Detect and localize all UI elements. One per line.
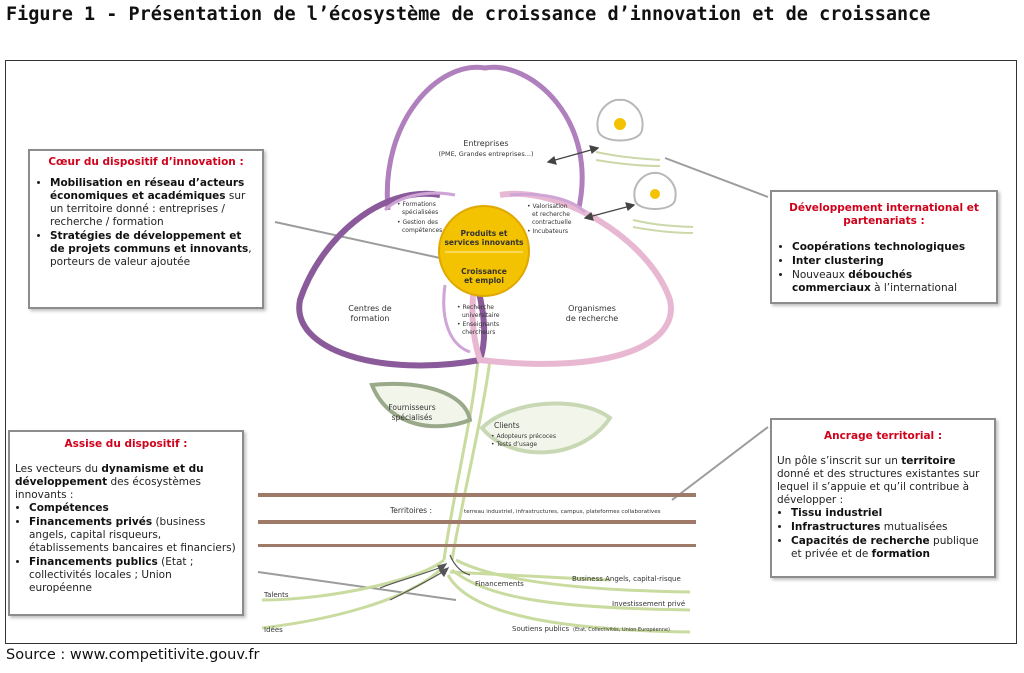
label-overlap-left-4: compétences bbox=[402, 227, 442, 234]
territoire-bar-bottom bbox=[258, 520, 696, 524]
box-dev-header: Développement international et partenari… bbox=[789, 202, 979, 227]
label-fournisseurs-2: spécialisés bbox=[392, 413, 433, 422]
label-overlap-right-1: • Valorisation bbox=[527, 203, 568, 210]
label-clients: Clients bbox=[494, 421, 520, 430]
connector-coeur bbox=[274, 221, 441, 259]
list-item: Compétences bbox=[29, 502, 237, 515]
label-overlap-right-2: et recherche bbox=[532, 211, 570, 218]
label-business-angels: Business Angels, capital-risque bbox=[572, 575, 681, 583]
label-overlap-bottom-2: universitaire bbox=[462, 312, 500, 319]
list-item: Mobilisation en réseau d’acteurs économi… bbox=[50, 177, 256, 229]
connector-dev bbox=[664, 157, 769, 198]
figure-frame bbox=[5, 60, 1017, 644]
box-coeur-dispositif: Cœur du dispositif d’innovation : Mobili… bbox=[28, 149, 264, 309]
petal-top bbox=[384, 64, 585, 213]
label-clients-1: • Adopteurs précoces bbox=[491, 433, 556, 440]
leaf-left bbox=[369, 381, 473, 429]
connector-ancrage bbox=[671, 426, 769, 501]
label-overlap-left-1: • Formations bbox=[397, 201, 436, 208]
label-territoires: Territoires : bbox=[389, 506, 432, 515]
label-idees: Idées bbox=[264, 626, 283, 634]
box-assise-header: Assise du dispositif : bbox=[64, 438, 188, 450]
list-item: Tissu industriel bbox=[791, 507, 989, 520]
label-overlap-bottom-3: • Enseignants bbox=[457, 321, 499, 328]
label-overlap-bottom-1: • Recherche bbox=[457, 304, 494, 311]
list-item: Infrastructures mutualisées bbox=[791, 521, 989, 534]
label-financements: Financements bbox=[475, 580, 524, 588]
box-dev-list: Coopérations technologiques Inter cluste… bbox=[778, 241, 990, 295]
list-item: Nouveaux débouchés commerciaux à l’inter… bbox=[792, 269, 990, 295]
label-clients-2: • Tests d’usage bbox=[491, 441, 537, 448]
label-territoires-desc: terreau industriel, infrastructures, cam… bbox=[464, 509, 661, 515]
figure-title: Figure 1 - Présentation de l’écosystème … bbox=[6, 4, 931, 25]
label-entreprises-sub: (PME, Grandes entreprises...) bbox=[439, 150, 534, 158]
box-developpement-international: Développement international et partenari… bbox=[770, 190, 998, 304]
exchange-arrows bbox=[546, 145, 636, 221]
label-center-bottom-2: et emploi bbox=[464, 276, 504, 285]
label-entreprises: Entreprises bbox=[463, 139, 508, 148]
diagram-labels: Entreprises (PME, Grandes entreprises...… bbox=[263, 139, 685, 634]
label-soutiens-sub: (Etat, Collectivités, Union Européenne) bbox=[573, 626, 670, 633]
box-assise-dispositif: Assise du dispositif : Les vecteurs du d… bbox=[8, 430, 244, 616]
label-talents: Talents bbox=[263, 591, 289, 599]
label-center-bottom-1: Croissance bbox=[461, 267, 507, 276]
label-center-top-1: Produits et bbox=[461, 229, 508, 238]
petal-left bbox=[296, 190, 488, 369]
label-overlap-right-4: • Incubateurs bbox=[527, 228, 568, 235]
source-caption: Source : www.competitivite.gouv.fr bbox=[6, 647, 260, 663]
box-ancrage-intro: Un pôle s’inscrit sur un territoire donn… bbox=[777, 455, 980, 506]
box-ancrage-list: Tissu industriel Infrastructures mutuali… bbox=[777, 507, 989, 561]
petal-inner bbox=[383, 191, 587, 354]
list-item: Financements privés (business angels, ca… bbox=[29, 516, 237, 555]
box-ancrage-header: Ancrage territorial : bbox=[823, 430, 943, 442]
list-item: Capacités de recherche publique et privé… bbox=[791, 535, 989, 561]
label-investissement: Investissement privé bbox=[612, 600, 685, 608]
label-overlap-bottom-4: chercheurs bbox=[462, 329, 495, 336]
label-organismes-1: Organismes bbox=[568, 304, 616, 313]
label-overlap-right-3: contractuelle bbox=[532, 219, 572, 226]
list-item: Coopérations technologiques bbox=[792, 241, 990, 254]
label-center-top-2: services innovants bbox=[444, 238, 524, 247]
box-assise-list: Compétences Financements privés (busines… bbox=[15, 502, 237, 595]
list-item: Inter clustering bbox=[792, 255, 990, 268]
box-coeur-header: Cœur du dispositif d’innovation : bbox=[48, 156, 244, 168]
territoire-bar-top bbox=[258, 493, 696, 497]
box-assise-intro: Les vecteurs du dynamisme et du développ… bbox=[15, 463, 204, 501]
territoire-bar-lower bbox=[258, 544, 696, 547]
center-circle bbox=[438, 205, 530, 297]
label-fournisseurs-1: Fournisseurs bbox=[388, 403, 435, 412]
mini-flower-2 bbox=[632, 171, 694, 234]
mini-flower-1 bbox=[595, 98, 661, 167]
box-coeur-list: Mobilisation en réseau d’acteurs économi… bbox=[36, 177, 256, 269]
label-overlap-left-2: spécialisées bbox=[402, 209, 438, 216]
label-soutiens: Soutiens publics bbox=[512, 625, 570, 633]
connector-assise bbox=[257, 571, 457, 601]
label-centres-1: Centres de bbox=[348, 304, 392, 313]
list-item: Financements publics (Etat ; collectivit… bbox=[29, 556, 237, 595]
list-item: Stratégies de développement et de projet… bbox=[50, 230, 256, 269]
flower-stem bbox=[261, 359, 691, 634]
box-ancrage-territorial: Ancrage territorial : Un pôle s’inscrit … bbox=[770, 418, 996, 578]
petal-right bbox=[469, 190, 674, 367]
label-overlap-left-3: • Gestion des bbox=[397, 219, 438, 226]
label-organismes-2: de recherche bbox=[566, 314, 619, 323]
label-centres-2: formation bbox=[351, 314, 390, 323]
stem-arrows bbox=[379, 554, 471, 601]
leaf-right bbox=[479, 401, 613, 455]
